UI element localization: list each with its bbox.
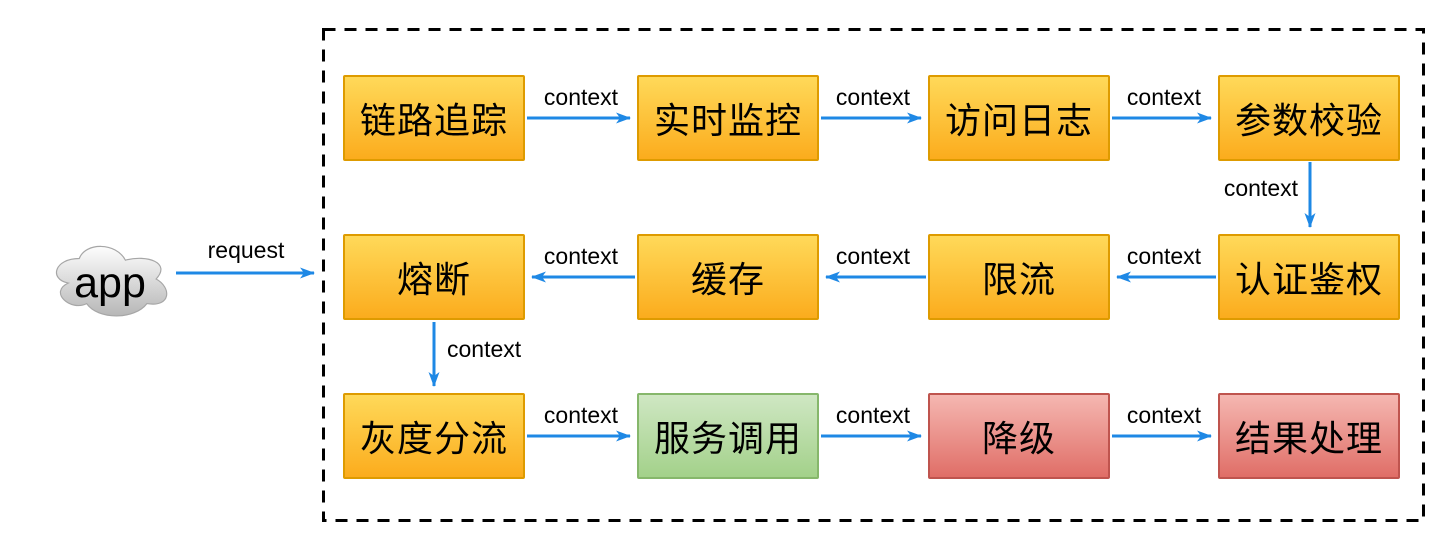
node-cache: 缓存 [637,234,819,320]
edge-label-context-4: context [1223,175,1298,201]
node-result: 结果处理 [1218,393,1400,479]
edge-label-context-2: context [835,84,911,110]
app-cloud: app [38,238,182,320]
node-service-call: 服务调用 [637,393,819,479]
edge-label-context-9: context [543,402,619,428]
gateway-boundary-dashed-box [322,28,1425,522]
node-auth: 认证鉴权 [1218,234,1400,320]
edge-label-request: request [207,237,285,263]
edge-label-context-5: context [1126,243,1202,269]
edge-label-context-8: context [447,336,522,362]
node-access-log: 访问日志 [928,75,1110,161]
app-label: app [74,258,146,307]
node-circuit-breaker: 熔断 [343,234,525,320]
cloud-icon [56,245,168,317]
node-monitor: 实时监控 [637,75,819,161]
node-trace: 链路追踪 [343,75,525,161]
node-rate-limit: 限流 [928,234,1110,320]
edge-label-context-3: context [1126,84,1202,110]
edge-label-context-7: context [543,243,619,269]
edge-label-context-10: context [835,402,911,428]
node-gray-release: 灰度分流 [343,393,525,479]
edge-label-context-1: context [543,84,619,110]
node-param-check: 参数校验 [1218,75,1400,161]
edge-label-context-11: context [1126,402,1202,428]
node-degrade: 降级 [928,393,1110,479]
edge-label-context-6: context [835,243,911,269]
